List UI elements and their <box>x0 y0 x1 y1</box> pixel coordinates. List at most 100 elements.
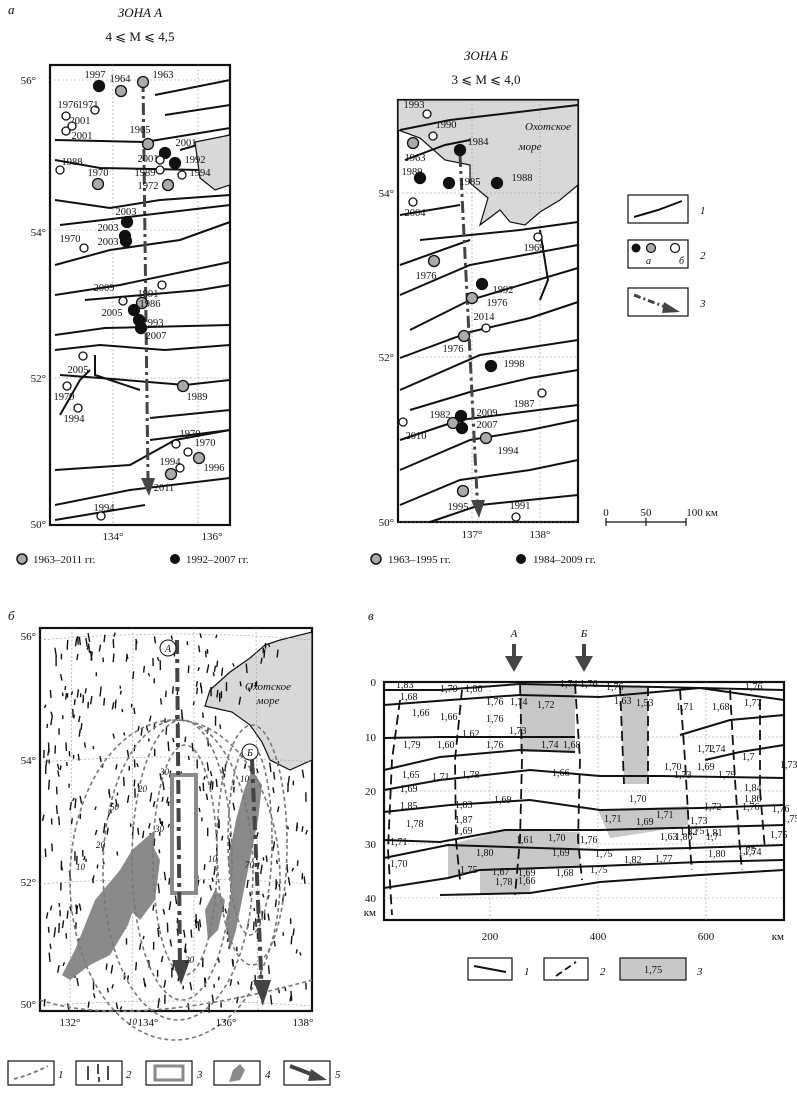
section-value: 1,82 <box>680 827 698 838</box>
fault-tick <box>211 877 214 883</box>
fault-tick <box>163 979 167 988</box>
zone-a-event-year: 2001 <box>176 138 197 149</box>
key-3-arrowhead <box>662 302 680 313</box>
section-value: 1,74 <box>510 697 528 708</box>
fault-tick <box>78 728 81 737</box>
section-value: 1,70 <box>440 684 458 695</box>
section-legend-2-number: 2 <box>600 966 606 978</box>
panel-b-legend: 1 2 3 4 5 <box>7 1060 341 1086</box>
fault-tick <box>142 665 146 673</box>
zone-a-event-marker <box>164 467 178 481</box>
zone-west-inner-shape <box>120 840 160 920</box>
zone-a-event-marker <box>127 303 141 317</box>
fault-tick <box>246 879 249 889</box>
key-2-black-dot <box>631 243 641 253</box>
fault-tick <box>169 939 173 947</box>
fault-tick <box>172 737 175 743</box>
legend-5-number: 5 <box>335 1069 341 1081</box>
fault-tick <box>69 906 72 912</box>
legend-b-black-marker <box>516 554 526 564</box>
fault-tick <box>133 707 136 715</box>
panel-c-frame <box>382 680 786 922</box>
fault-tick <box>79 795 83 804</box>
fault-tick <box>112 639 115 649</box>
fault-tick <box>157 927 160 937</box>
fault-tick <box>232 780 235 786</box>
zone-a-event-marker <box>91 177 105 191</box>
fault-tick <box>272 787 275 794</box>
section-value: 1,61 <box>516 835 534 846</box>
fault-tick <box>276 649 279 658</box>
panel-b-profile-b-arrowhead <box>253 980 271 1005</box>
fault-tick <box>256 768 259 774</box>
fault-tick <box>73 714 75 719</box>
zone-a-event-marker <box>78 351 88 361</box>
fault-tick <box>203 864 206 870</box>
zone-b-event-year: 2004 <box>405 208 427 219</box>
zone-b-event-year: 1987 <box>514 399 535 410</box>
zone-b-event-year: 1982 <box>430 410 451 421</box>
fault-tick <box>149 792 153 802</box>
panel-b-block-rectangle <box>170 773 198 895</box>
fault-tick <box>228 837 231 847</box>
fault-tick <box>245 663 248 674</box>
fault-tick <box>198 785 202 792</box>
zone-a-event-marker <box>141 137 155 151</box>
zone-b-event-marker <box>457 329 471 343</box>
fault-tick <box>126 795 130 804</box>
fault-tick <box>290 935 293 945</box>
zone-a-event-year: 1994 <box>94 503 116 514</box>
zone-a-event-year: 1979 <box>54 392 75 403</box>
panel-b-marker-a: А <box>164 644 172 655</box>
fault-tick <box>76 977 80 987</box>
fault-tick <box>73 699 76 706</box>
fault-tick <box>156 656 160 662</box>
contour-label: 70 <box>245 860 255 870</box>
section-value: 1,73 <box>674 770 692 781</box>
zone-b-lon-137: 137° <box>462 529 483 541</box>
panel-b-marker-a-circle <box>159 639 177 657</box>
panel-b-lat-56: 56° <box>21 631 36 643</box>
zone-a-event-year: 2009 <box>94 283 115 294</box>
panel-c-arrow-b <box>575 656 593 672</box>
section-value: 1,75 <box>460 865 478 876</box>
zone-a-event-year: 2005 <box>102 308 123 319</box>
zone-b-event-marker <box>427 254 441 268</box>
fault-tick <box>195 913 198 924</box>
section-value: 1,75 <box>590 865 608 876</box>
fault-tick <box>94 806 97 810</box>
zone-a-event-year: 2001 <box>70 116 91 127</box>
zone-a-event-marker <box>67 121 77 131</box>
fault-tick <box>115 1002 119 1010</box>
contour-label: 10 <box>208 854 218 864</box>
fault-tick <box>57 964 60 973</box>
zone-b-profile-line <box>458 154 480 516</box>
zone-a-range: 4 ⩽ M ⩽ 4,5 <box>105 29 174 44</box>
section-value: 1,70 <box>548 833 566 844</box>
panel-c-depth-30: 30 <box>365 839 377 851</box>
zone-a-event-marker <box>61 111 71 121</box>
key-2-sub-b: б <box>679 256 685 267</box>
fault-tick <box>164 690 167 698</box>
fault-tick <box>163 871 167 881</box>
key-1-number: 1 <box>700 205 706 217</box>
zone-a-event-marker <box>118 296 128 306</box>
section-legend-3-value: 1,75 <box>644 965 662 976</box>
fault-tick <box>167 823 171 828</box>
panel-b-seismicity-zones <box>62 770 262 980</box>
panel-b-lon-136: 136° <box>216 1017 237 1029</box>
zone-a-event-marker <box>157 280 167 290</box>
fault-tick <box>213 665 217 673</box>
fault-tick <box>99 686 102 697</box>
zone-east-shape <box>226 770 262 950</box>
fault-tick <box>106 987 109 993</box>
fault-tick <box>171 686 174 694</box>
zone-a-lat-50: 50° <box>31 519 46 531</box>
zone-a-event-year: 2003 <box>98 223 119 234</box>
section-value: 1,74 <box>541 740 559 751</box>
panel-c-depth-40: 40 <box>365 893 377 905</box>
fault-tick <box>99 756 102 763</box>
section-value: 1,86 <box>744 794 762 805</box>
